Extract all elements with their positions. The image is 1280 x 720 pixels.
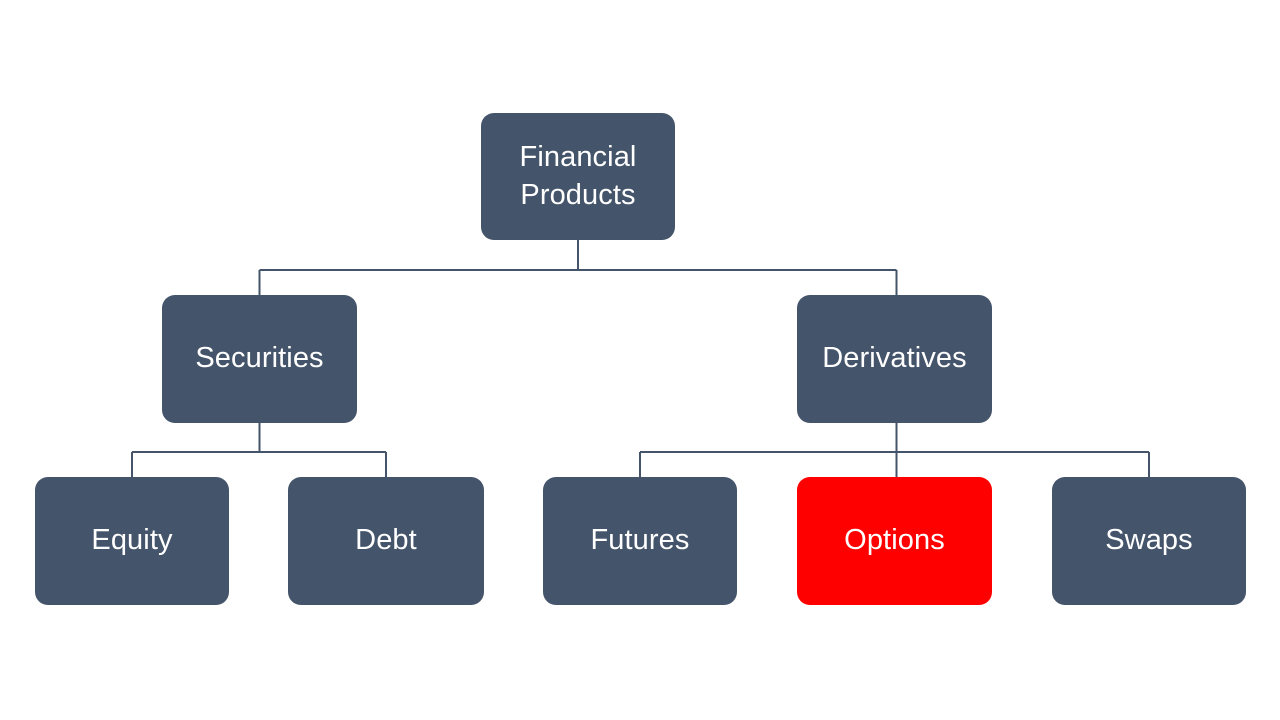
node-financial-products[interactable]: Financial Products (481, 113, 675, 240)
node-securities[interactable]: Securities (162, 295, 357, 423)
node-debt[interactable]: Debt (288, 477, 484, 605)
node-label-financial-products: Financial Products (519, 140, 637, 211)
node-label-debt: Debt (355, 524, 417, 557)
node-label-derivatives: Derivatives (822, 342, 967, 375)
node-label-securities: Securities (195, 342, 324, 375)
node-label-swaps: Swaps (1105, 524, 1193, 557)
node-label-futures: Futures (590, 524, 690, 557)
node-label-options: Options (844, 524, 945, 557)
node-label-equity: Equity (91, 524, 173, 557)
node-derivatives[interactable]: Derivatives (797, 295, 992, 423)
node-swaps[interactable]: Swaps (1052, 477, 1246, 605)
node-futures[interactable]: Futures (543, 477, 737, 605)
node-options[interactable]: Options (797, 477, 992, 605)
node-equity[interactable]: Equity (35, 477, 229, 605)
